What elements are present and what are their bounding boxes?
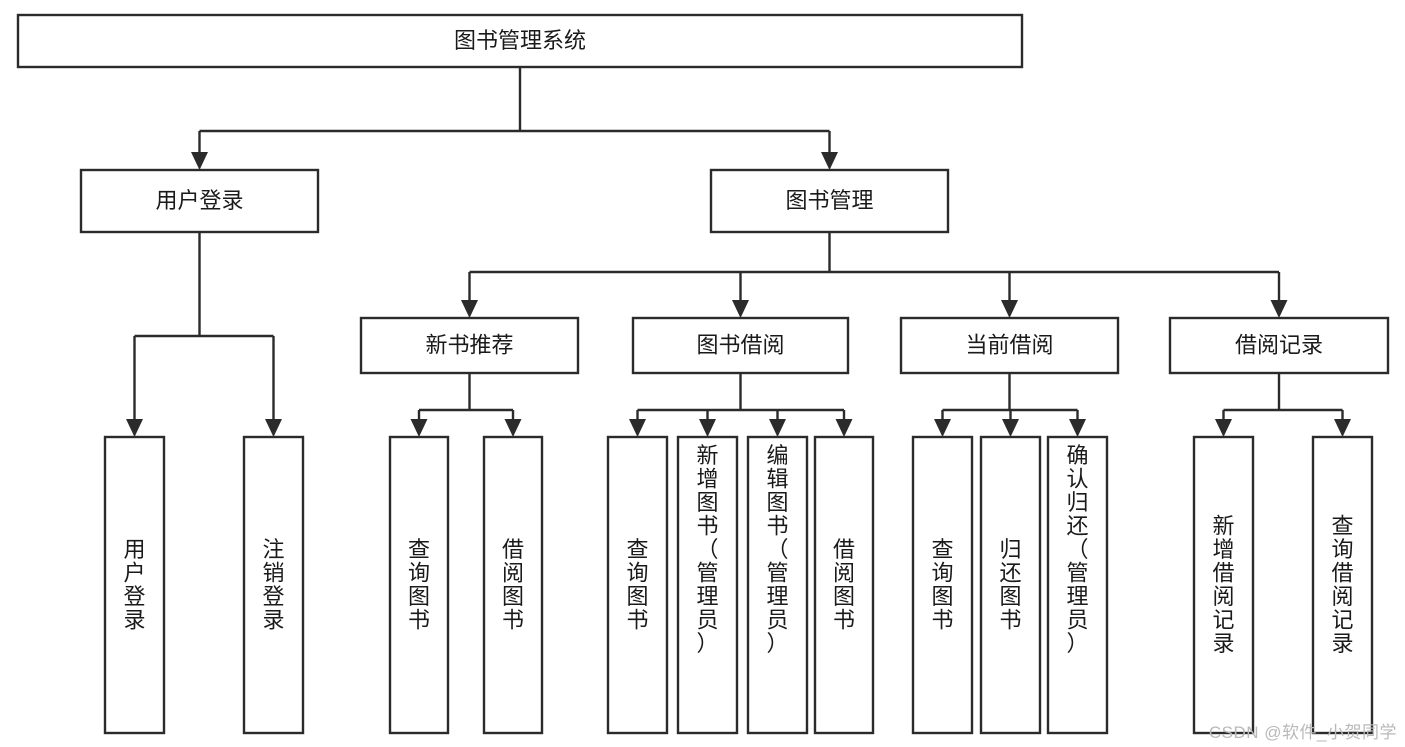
node-box-book-manage — [709, 168, 950, 234]
arrow-head-icon — [821, 152, 838, 170]
arrow-head-icon — [1270, 300, 1288, 318]
node-box-leaf-user-logout — [242, 435, 305, 735]
node-label-borrow-record: 借阅记录 — [1235, 332, 1323, 357]
node-label-leaf-add-book: 新增图书（管理员） — [696, 443, 718, 656]
node-box-leaf-borrow-book-2 — [813, 435, 875, 735]
node-label-book-borrow: 图书借阅 — [696, 332, 784, 357]
node-layer: 图书管理系统用户登录图书管理新书推荐图书借阅当前借阅借阅记录用户登录注销登录查询… — [16, 13, 1390, 735]
node-book-manage[interactable]: 图书管理 — [709, 168, 950, 234]
arrow-head-icon — [1002, 419, 1019, 437]
node-leaf-query-book-1[interactable]: 查询图书 — [388, 435, 450, 735]
arrow-head-icon — [629, 419, 646, 437]
node-box-current-borrow — [899, 316, 1120, 375]
arrow-head-icon — [1334, 419, 1351, 437]
node-label-leaf-edit-book: 编辑图书（管理员） — [766, 443, 788, 656]
node-label-root: 图书管理系统 — [454, 28, 586, 53]
node-label-leaf-query-book-1: 查询图书 — [408, 537, 430, 633]
node-label-user-login: 用户登录 — [155, 188, 243, 213]
arrow-head-icon — [461, 300, 478, 318]
node-leaf-user-login[interactable]: 用户登录 — [103, 435, 166, 735]
arrow-head-icon — [699, 419, 716, 437]
node-user-login[interactable]: 用户登录 — [79, 168, 320, 234]
node-label-leaf-return-book: 归还图书 — [999, 537, 1021, 633]
node-box-leaf-return-book — [979, 435, 1042, 735]
node-leaf-query-book-2[interactable]: 查询图书 — [606, 435, 669, 735]
node-box-leaf-query-record — [1311, 435, 1374, 735]
node-leaf-query-record[interactable]: 查询借阅记录 — [1311, 435, 1374, 735]
node-leaf-add-book[interactable]: 新增图书（管理员） — [676, 435, 739, 735]
node-label-leaf-confirm-return: 确认归还（管理员） — [1066, 443, 1088, 656]
node-box-leaf-edit-book — [746, 435, 809, 735]
arrow-head-icon — [1001, 300, 1018, 318]
node-leaf-borrow-book-2[interactable]: 借阅图书 — [813, 435, 875, 735]
arrow-head-icon — [934, 419, 951, 437]
arrow-head-icon — [126, 419, 143, 437]
node-label-leaf-add-record: 新增借阅记录 — [1212, 513, 1234, 656]
node-leaf-borrow-book-1[interactable]: 借阅图书 — [482, 435, 544, 735]
node-label-leaf-borrow-book-1: 借阅图书 — [502, 537, 524, 633]
arrow-head-icon — [835, 419, 853, 437]
node-box-leaf-add-book — [676, 435, 739, 735]
node-current-borrow[interactable]: 当前借阅 — [899, 316, 1120, 375]
node-label-leaf-query-record: 查询借阅记录 — [1331, 513, 1353, 656]
arrow-head-icon — [1069, 419, 1086, 437]
node-box-borrow-record — [1168, 316, 1390, 375]
node-box-leaf-query-book-3 — [911, 435, 974, 735]
node-label-current-borrow: 当前借阅 — [965, 332, 1053, 357]
node-leaf-user-logout[interactable]: 注销登录 — [242, 435, 305, 735]
node-box-root — [16, 13, 1024, 69]
node-book-borrow[interactable]: 图书借阅 — [631, 316, 850, 375]
node-box-leaf-confirm-return — [1046, 435, 1109, 735]
node-box-leaf-user-login — [103, 435, 166, 735]
node-box-user-login — [79, 168, 320, 234]
node-box-leaf-query-book-1 — [388, 435, 450, 735]
node-box-new-book-rec — [359, 316, 580, 375]
arrow-head-icon — [410, 419, 428, 437]
arrow-head-icon — [769, 419, 786, 437]
node-leaf-query-book-3[interactable]: 查询图书 — [911, 435, 974, 735]
arrow-head-icon — [191, 152, 208, 170]
node-box-leaf-add-record — [1192, 435, 1255, 735]
node-leaf-edit-book[interactable]: 编辑图书（管理员） — [746, 435, 809, 735]
node-label-leaf-query-book-2: 查询图书 — [626, 537, 648, 633]
node-label-leaf-user-login: 用户登录 — [123, 537, 145, 633]
node-label-leaf-user-logout: 注销登录 — [262, 537, 284, 633]
arrow-head-icon — [732, 300, 749, 318]
node-box-book-borrow — [631, 316, 850, 375]
node-leaf-confirm-return[interactable]: 确认归还（管理员） — [1046, 435, 1109, 735]
node-label-book-manage: 图书管理 — [785, 188, 873, 213]
node-borrow-record[interactable]: 借阅记录 — [1168, 316, 1390, 375]
arrow-head-icon — [1215, 419, 1232, 437]
node-label-leaf-query-book-3: 查询图书 — [931, 537, 953, 633]
node-box-leaf-borrow-book-1 — [482, 435, 544, 735]
node-root[interactable]: 图书管理系统 — [16, 13, 1024, 69]
arrow-head-icon — [265, 419, 282, 437]
node-label-leaf-borrow-book-2: 借阅图书 — [833, 537, 855, 633]
arrow-head-icon — [504, 419, 522, 437]
node-label-new-book-rec: 新书推荐 — [425, 332, 513, 357]
connector-layer — [126, 67, 1351, 437]
node-leaf-return-book[interactable]: 归还图书 — [979, 435, 1042, 735]
node-box-leaf-query-book-2 — [606, 435, 669, 735]
node-leaf-add-record[interactable]: 新增借阅记录 — [1192, 435, 1255, 735]
node-new-book-rec[interactable]: 新书推荐 — [359, 316, 580, 375]
